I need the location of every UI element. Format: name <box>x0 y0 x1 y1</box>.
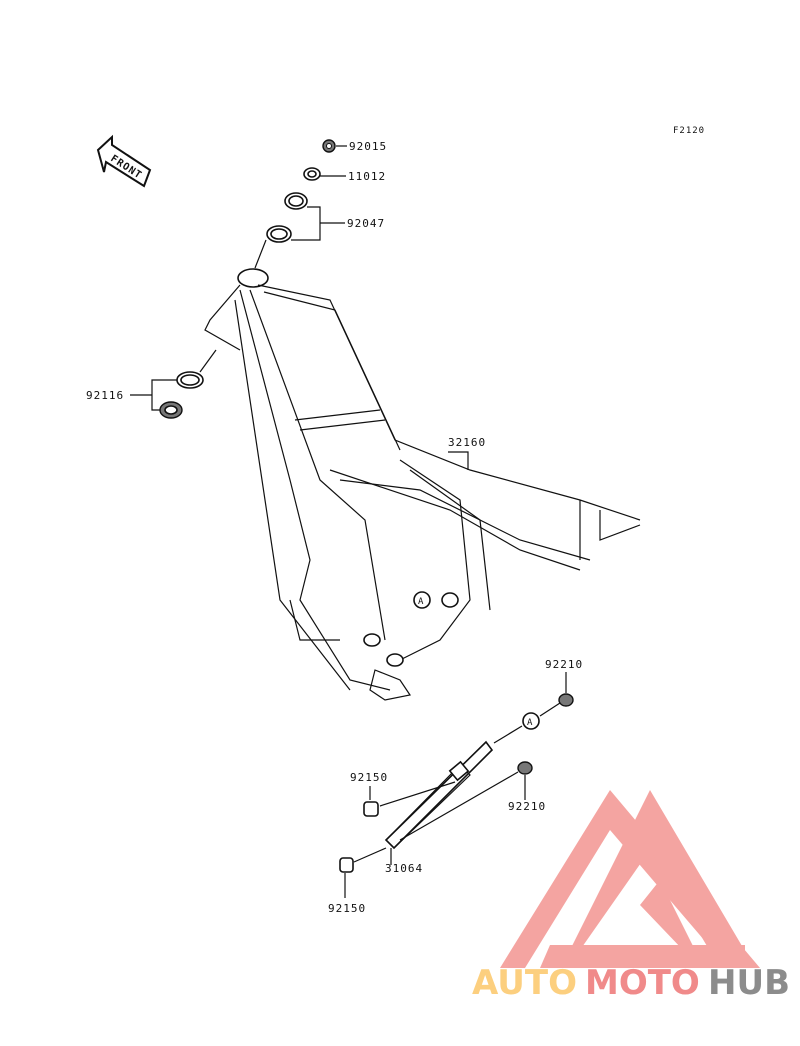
part-92150-collar-top[interactable] <box>363 781 456 817</box>
part-32160-frame[interactable] <box>204 239 641 701</box>
part-92150-collar-bottom[interactable] <box>339 847 387 898</box>
part-label-92047[interactable]: 92047 <box>347 217 385 230</box>
part-label-92150-bottom[interactable]: 92150 <box>328 902 366 915</box>
part-92210-nut-top[interactable] <box>539 672 574 717</box>
front-arrow-icon: FRONT <box>96 134 152 188</box>
part-label-11012[interactable]: 11012 <box>348 170 386 183</box>
figure-code: F2120 <box>673 126 705 136</box>
part-label-32160[interactable]: 32160 <box>448 436 486 449</box>
part-11012-washer[interactable] <box>303 167 346 181</box>
watermark-logo <box>500 790 760 968</box>
reference-marker-a-bracket: A <box>493 712 540 744</box>
svg-text:A: A <box>418 597 424 607</box>
svg-text:A: A <box>527 718 533 728</box>
part-92210-nut-bottom[interactable] <box>399 761 533 841</box>
watermark-hub: HUB <box>708 963 790 1003</box>
part-label-92150-top[interactable]: 92150 <box>350 771 388 784</box>
watermark-auto: AUTO <box>472 963 577 1003</box>
part-label-92210-bottom[interactable]: 92210 <box>508 800 546 813</box>
reference-marker-a-frame: A <box>413 591 431 609</box>
part-92047-bearing[interactable] <box>266 192 345 243</box>
part-92116-bearing[interactable] <box>130 349 217 419</box>
part-31064-bracket[interactable] <box>384 740 494 865</box>
part-92015-nut[interactable] <box>322 139 347 153</box>
watermark-moto: MOTO <box>585 963 700 1003</box>
part-label-92116[interactable]: 92116 <box>86 389 124 402</box>
part-label-92210-top[interactable]: 92210 <box>545 658 583 671</box>
part-label-31064[interactable]: 31064 <box>385 862 423 875</box>
part-label-92015[interactable]: 92015 <box>349 140 387 153</box>
